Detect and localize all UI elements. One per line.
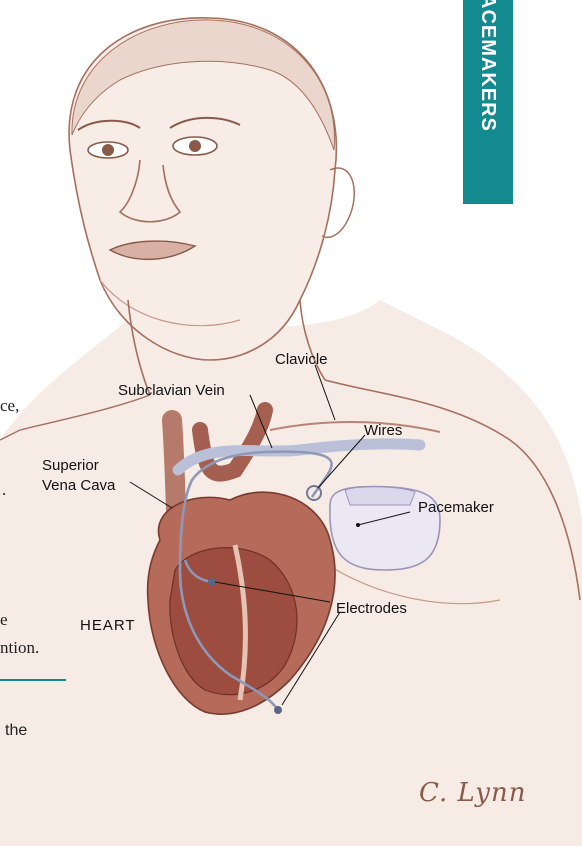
pacemaker-header xyxy=(345,487,415,505)
section-tab: ACEMAKERS xyxy=(463,0,513,204)
electrode-atrial xyxy=(208,578,216,586)
text-fragment: ntion. xyxy=(0,638,39,658)
text-fragment: the xyxy=(5,722,27,740)
label-superior-vena-cava-line1: Superior xyxy=(42,456,99,475)
right-iris xyxy=(189,140,201,152)
leader-dot-pacemaker xyxy=(356,523,360,527)
text-fragment: ce, xyxy=(0,396,19,416)
artist-signature: C. Lynn xyxy=(419,778,526,808)
label-clavicle: Clavicle xyxy=(275,350,328,369)
label-heart: HEART xyxy=(80,616,136,635)
section-tab-label: ACEMAKERS xyxy=(463,0,513,204)
label-pacemaker: Pacemaker xyxy=(418,498,494,517)
text-fragment: e xyxy=(0,610,8,630)
label-electrodes: Electrodes xyxy=(336,599,407,618)
label-subclavian-vein: Subclavian Vein xyxy=(118,381,225,400)
text-fragment: . xyxy=(2,480,6,500)
label-wires: Wires xyxy=(364,421,402,440)
teal-divider xyxy=(0,679,66,681)
left-iris xyxy=(102,144,114,156)
label-superior-vena-cava-line2: Vena Cava xyxy=(42,476,115,495)
electrode-ventricular xyxy=(274,706,282,714)
